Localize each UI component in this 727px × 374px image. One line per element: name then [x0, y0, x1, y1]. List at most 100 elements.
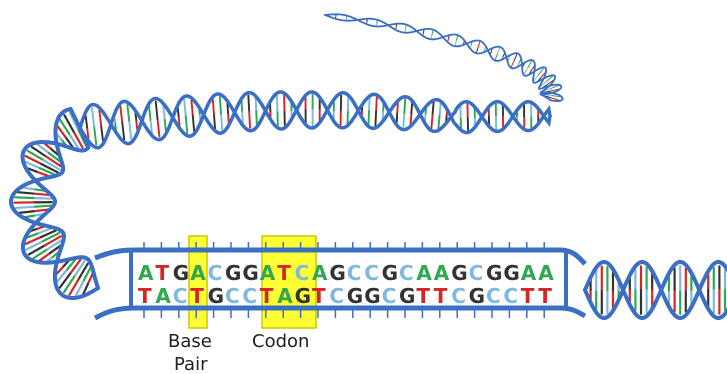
base-pair-rung: [433, 102, 434, 115]
base-pair-rung: [431, 34, 432, 38]
base-pair-rung: [214, 114, 215, 128]
base-pair-rung: [18, 192, 33, 193]
base-letter: G: [329, 261, 345, 285]
base-letter: C: [451, 284, 466, 308]
base-pair-rung: [528, 61, 532, 67]
base-pair-rung: [256, 98, 257, 111]
base-letter: C: [503, 284, 518, 308]
base-pair-label-line1: Base: [168, 331, 212, 352]
base-letter: C: [208, 261, 223, 285]
base-pair-rung: [249, 112, 250, 128]
base-pair-rung: [92, 108, 94, 126]
base-pair-rung: [514, 54, 517, 60]
base-letter: C: [295, 261, 310, 285]
base-pair-rung: [397, 113, 398, 123]
base-pair-rung: [38, 172, 49, 176]
base-letter: T: [190, 284, 204, 308]
base-letter: C: [242, 284, 257, 308]
base-pair-rung: [120, 107, 122, 123]
base-letter: T: [260, 284, 274, 308]
base-pair-rung: [193, 116, 194, 131]
base-letter: T: [277, 261, 291, 285]
base-pair-rung: [184, 100, 186, 117]
base-pair-rung: [511, 61, 514, 67]
base-pair-rung: [16, 207, 33, 208]
base-pair-rung: [498, 48, 500, 54]
base-letter: G: [486, 261, 502, 285]
base-pair-rung: [15, 197, 33, 198]
base-letter: G: [295, 284, 311, 308]
base-pair-rung: [156, 102, 158, 119]
base-letter: A: [138, 261, 154, 285]
base-pair-rung: [45, 236, 61, 245]
base-pair-rung: [213, 100, 214, 114]
base-pair-rung: [403, 113, 404, 127]
base-letter: T: [538, 284, 552, 308]
helix-strand: [325, 15, 561, 100]
base-letter: A: [521, 261, 537, 285]
base-pair-rung: [478, 42, 480, 47]
base-letter: T: [416, 284, 430, 308]
base-pair-rung: [256, 111, 257, 124]
base-letter: T: [434, 284, 448, 308]
base-letter: C: [486, 284, 501, 308]
base-pair-rung: [411, 103, 412, 114]
base-pair-rung: [369, 98, 370, 111]
base-letter: A: [434, 261, 450, 285]
base-letter: C: [225, 284, 240, 308]
base-pair-rung: [165, 118, 166, 131]
base-letter: G: [382, 261, 398, 285]
base-letter: G: [173, 261, 189, 285]
helix-strand: [585, 262, 727, 318]
base-pair-rung: [99, 110, 101, 125]
base-pair-rung: [440, 104, 441, 116]
base-letter: C: [364, 261, 379, 285]
base-pair-rung: [376, 97, 377, 111]
base-letter: C: [329, 284, 344, 308]
base-letter: T: [521, 284, 535, 308]
base-pair-rung: [375, 111, 376, 125]
base-pair-rung: [191, 100, 192, 115]
base-pair-rung: [74, 261, 84, 277]
base-letter: G: [503, 261, 519, 285]
base-pair-rung: [242, 101, 243, 112]
base-letter: G: [208, 284, 224, 308]
base-pair-rung: [431, 115, 432, 128]
base-pair-rung: [33, 206, 50, 207]
base-letter: A: [260, 261, 276, 285]
base-letter: G: [364, 284, 380, 308]
base-pair-rung: [127, 105, 129, 122]
base-pair-rung: [221, 113, 222, 129]
base-letter: G: [469, 284, 485, 308]
helix-strand: [325, 14, 563, 101]
helix-strand: [585, 262, 727, 318]
base-letter: G: [242, 261, 258, 285]
base-pair-rung: [129, 122, 131, 139]
base-pair-rung: [33, 198, 51, 199]
unwound-ladder: ATGACGGATCAGCCGCAAGCGGAA TACTGCCTAGTCGGC…: [95, 236, 585, 328]
base-pair-rung: [411, 114, 412, 125]
base-letter: G: [347, 284, 363, 308]
base-pair-rung: [248, 96, 249, 112]
base-letter: T: [312, 284, 326, 308]
base-pair-rung: [220, 97, 221, 113]
base-pair-rung: [158, 119, 160, 136]
base-letter: T: [155, 261, 169, 285]
base-pair-rung: [86, 115, 87, 127]
base-letter: A: [277, 284, 293, 308]
base-pair-rung: [19, 211, 33, 213]
base-pair-rung: [101, 125, 103, 140]
base-pair-rung: [456, 36, 457, 41]
codon-label: Codon: [252, 331, 309, 352]
base-letter: A: [312, 261, 328, 285]
base-pair-rung: [186, 116, 188, 133]
base-letter: A: [155, 284, 171, 308]
base-pair-rung: [534, 75, 539, 81]
base-letter: A: [416, 261, 432, 285]
base-pair-rung: [432, 30, 433, 34]
base-letter: A: [538, 261, 554, 285]
base-pair-rung: [524, 68, 528, 74]
base-pair-label-line2: Pair: [174, 354, 208, 374]
